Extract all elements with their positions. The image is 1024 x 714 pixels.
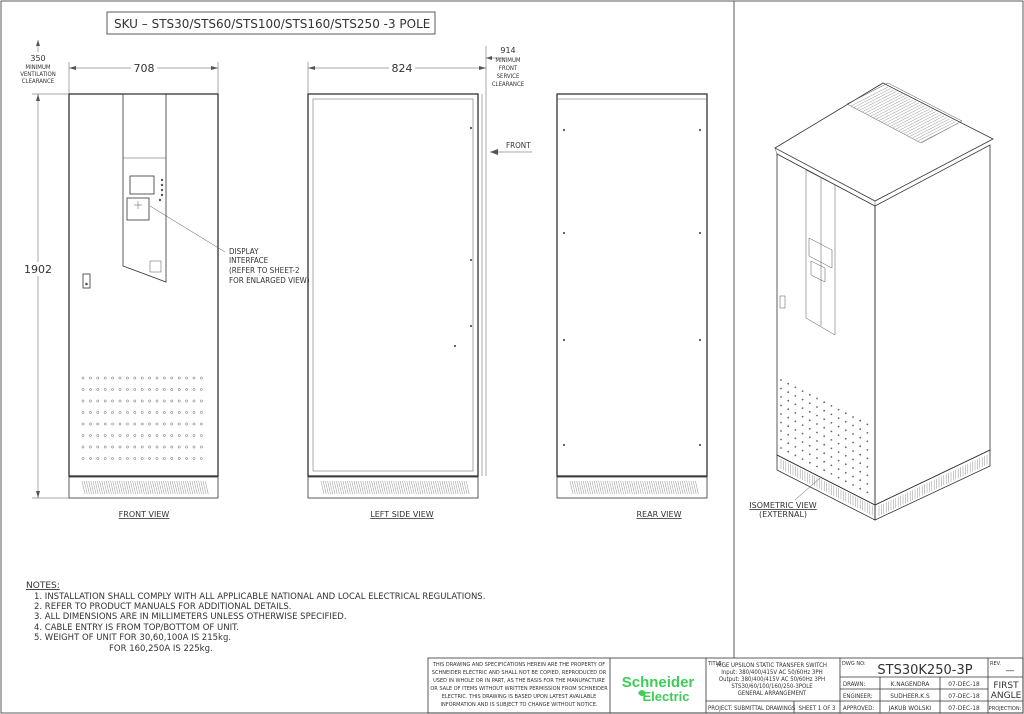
disclaimer-line: ELECTRIC. THIS DRAWING IS BASED UPON LAT… xyxy=(442,694,597,700)
front-arrow-label: FRONT xyxy=(506,141,531,150)
left-side-view-label: LEFT SIDE VIEW xyxy=(370,510,433,519)
rear-view xyxy=(556,93,708,499)
front-clearance-value: 914 xyxy=(500,46,515,55)
front-view xyxy=(68,93,219,499)
iso-side-face xyxy=(874,144,991,506)
approved-name: JAKUB WOLSKI xyxy=(888,704,932,712)
depth-dimension: 824 xyxy=(392,62,413,75)
rev-label: REV. xyxy=(990,661,1001,667)
schneider-logo: Electric xyxy=(643,689,690,704)
disclaimer-line: SCHNEIDER ELECTRIC AND SHALL NOT BE COPI… xyxy=(432,670,607,676)
side-cabinet-outline xyxy=(307,93,479,477)
top-clearance-label: VENTILATION xyxy=(20,71,56,78)
callout-text: INTERFACE xyxy=(229,256,269,265)
callout-text: DISPLAY xyxy=(229,247,259,256)
schneider-logo: Schneider xyxy=(622,674,695,691)
front-cabinet-outline xyxy=(68,93,219,477)
front-clearance-label: FRONT xyxy=(499,65,518,72)
display-screen xyxy=(129,175,155,195)
engineer-label: ENGINEER: xyxy=(843,693,873,700)
side-plinth-grille xyxy=(320,480,470,495)
front-view-label: FRONT VIEW xyxy=(119,510,170,519)
title-line: STS30/60/100/160/250-3POLE xyxy=(731,683,813,690)
title-line: GENERAL ARRANGEMENT xyxy=(738,690,807,697)
drawn-label: DRAWN: xyxy=(843,681,865,688)
title-block: THIS DRAWING AND SPECIFICATIONS HEREIN A… xyxy=(427,657,1024,714)
disclaimer-line: USED IN WHOLE OR IN PART, AS THE BASIS F… xyxy=(433,678,605,684)
sku-title: SKU – STS30/STS60/STS100/STS160/STS250 -… xyxy=(114,17,430,31)
lock-icon xyxy=(82,273,91,289)
dwg-label: DWG NO: xyxy=(842,661,866,667)
note-item: 3. ALL DIMENSIONS ARE IN MILLIMETERS UNL… xyxy=(34,612,347,622)
note-item: 2. REFER TO PRODUCT MANUALS FOR ADDITION… xyxy=(34,602,291,612)
front-arrow-icon xyxy=(490,149,498,155)
title-line: MGE UPSILON STATIC TRANSFER SWITCH xyxy=(717,662,827,669)
top-clearance-label: MINIMUM xyxy=(25,64,50,71)
iso-vent-grille xyxy=(780,379,869,494)
schneider-leaf-icon xyxy=(638,690,646,696)
display-callout: DISPLAY INTERFACE (REFER TO SHEET-2 FOR … xyxy=(149,205,310,285)
projection-label: PROJECTION: xyxy=(989,706,1022,712)
sku-title-box xyxy=(106,11,436,35)
iso-top-vent xyxy=(846,82,963,144)
angle-label: ANGLE xyxy=(991,691,1022,701)
callout-text: FOR ENLARGED VIEW) xyxy=(229,276,310,285)
project-label: PROJECT: xyxy=(708,705,733,712)
drawn-name: K.NAGENDRA xyxy=(891,680,930,688)
note-item: 4. CABLE ENTRY IS FROM TOP/BOTTOM OF UNI… xyxy=(34,623,239,633)
rear-plinth-grille xyxy=(569,480,699,495)
width-dimension: 708 xyxy=(134,62,155,75)
display-strip xyxy=(122,93,167,283)
rear-cabinet-outline xyxy=(556,93,708,477)
iso-plinth-side xyxy=(874,449,991,521)
note-item: 1. INSTALLATION SHALL COMPLY WITH ALL AP… xyxy=(34,592,485,602)
note-item: FOR 160,250A IS 225kg. xyxy=(109,644,213,654)
project-value: SUBMITTAL DRAWINGS xyxy=(734,705,796,712)
isometric-view-sublabel: (EXTERNAL) xyxy=(759,510,807,519)
side-dimensions: 824 914 MINIMUM FRONT SERVICE CLEARANCE … xyxy=(307,46,532,155)
drawn-date: 07-DEC-18 xyxy=(948,680,980,688)
iso-lock-icon xyxy=(779,295,786,309)
title-line: Output: 380/400/415V AC 50/60Hz 3PH xyxy=(719,676,825,683)
front-clearance-label: MINIMUM xyxy=(495,57,520,64)
rear-view-label: REAR VIEW xyxy=(637,510,682,519)
iso-display-screen xyxy=(808,237,833,269)
dwg-number: STS30K250-3P xyxy=(877,663,972,678)
front-dimensions: 708 1902 350 MINIMUM VENTILATION CLEARAN… xyxy=(20,40,219,499)
approved-date: 07-DEC-18 xyxy=(948,704,980,712)
top-clearance-value: 350 xyxy=(30,54,45,63)
disclaimer-line: OR SALE OF ITEMS WITHOUT WRITTEN PERMISS… xyxy=(430,686,608,692)
approved-label: APPROVED: xyxy=(843,705,874,712)
isometric-view-label: ISOMETRIC VIEW xyxy=(749,501,817,510)
left-side-view xyxy=(307,93,487,499)
notes-heading: NOTES: xyxy=(26,581,60,591)
display-keypad xyxy=(126,197,150,221)
front-plinth xyxy=(68,476,219,499)
title-label: TITLE: xyxy=(707,661,724,667)
engineer-name: SUDHEER.K.S xyxy=(890,692,930,700)
service-window xyxy=(149,260,162,273)
iso-display-strip xyxy=(805,169,836,336)
isometric-view xyxy=(774,82,994,521)
rev-value: — xyxy=(1006,666,1015,676)
notes-block: NOTES: 1. INSTALLATION SHALL COMPLY WITH… xyxy=(26,581,485,654)
disclaimer-line: THIS DRAWING AND SPECIFICATIONS HEREIN A… xyxy=(432,662,606,668)
side-plinth xyxy=(307,476,479,499)
note-item: 5. WEIGHT OF UNIT FOR 30,60,100A IS 215k… xyxy=(34,633,231,643)
front-clearance-label: SERVICE xyxy=(497,73,520,80)
height-dimension: 1902 xyxy=(24,263,52,276)
top-clearance-label: CLEARANCE xyxy=(22,78,55,85)
angle-label: FIRST xyxy=(993,681,1019,691)
rear-plinth xyxy=(556,476,708,499)
sheet-number: SHEET 1 OF 3 xyxy=(799,705,836,712)
front-clearance-label: CLEARANCE xyxy=(492,81,525,88)
front-vent-grille xyxy=(81,376,203,460)
title-line: Input: 380/400/415V AC 50/60Hz 3PH xyxy=(721,669,822,676)
front-plinth-grille xyxy=(81,480,209,495)
callout-text: (REFER TO SHEET-2 xyxy=(229,266,300,275)
engineer-date: 07-DEC-18 xyxy=(948,692,980,700)
disclaimer-line: INFORMATION AND IS SUBJECT TO CHANGE WIT… xyxy=(441,702,598,708)
